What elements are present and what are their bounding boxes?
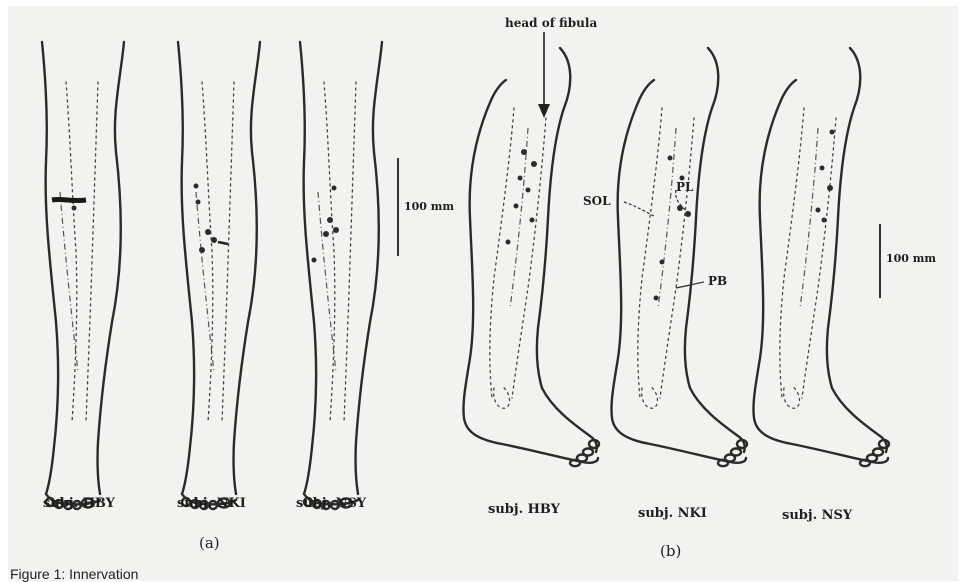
pb-label: PB [708, 274, 727, 288]
panel-a-subject-label-3: subj. NSY [296, 496, 366, 511]
panel-b-subject-label-1: subj. HBY [488, 502, 560, 517]
panel-a-subject-label-1: subj. HBY [43, 496, 115, 511]
panel-a-leg-nsy [300, 42, 382, 509]
panel-a-scale-label: 100 mm [404, 200, 454, 213]
panel-b-leg-nki [611, 48, 747, 466]
panel-b-scale-label: 100 mm [886, 252, 936, 265]
figure-caption: Figure 1: Innervation [10, 566, 138, 582]
panel-a-leg-hby [42, 42, 124, 509]
panel-b-leg-nsy [753, 48, 889, 466]
panel-b-subject-label-3: subj. NSY [782, 508, 852, 523]
panel-a-subject-label-2: subj. NKI [177, 496, 246, 511]
panel-b-label: (b) [660, 542, 681, 560]
panel-b-subject-label-2: subj. NKI [638, 506, 707, 521]
panel-b-leg-hby [463, 48, 599, 466]
pl-label: PL [676, 180, 693, 194]
sol-label: SOL [583, 194, 611, 208]
panel-a-leg-nki [178, 42, 260, 509]
panel-a-label: (a) [199, 534, 220, 552]
head-of-fibula-label: head of fibula [505, 16, 597, 30]
